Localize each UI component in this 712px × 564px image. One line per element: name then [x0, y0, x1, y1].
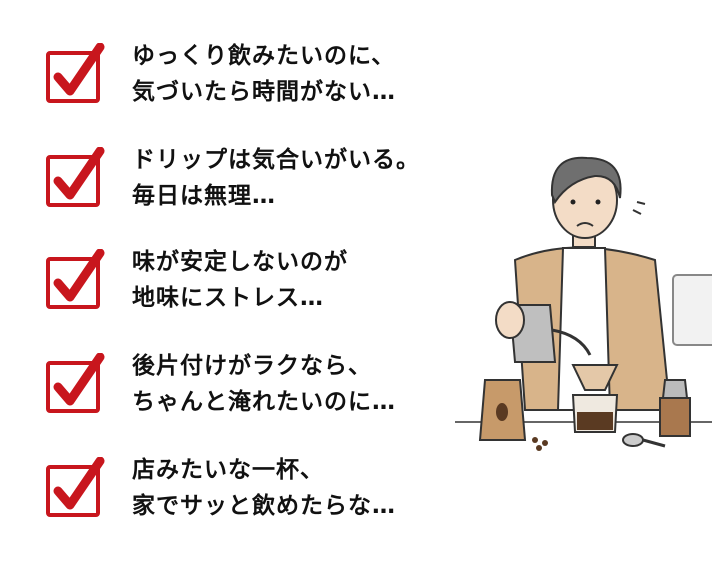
- checklist-item: ドリップは気合いがいる。毎日は無理…: [44, 142, 420, 214]
- checkmark-icon: [44, 146, 106, 209]
- man-brewing-coffee-illustration: [455, 140, 712, 460]
- checklist-item: ゆっくり飲みたいのに、気づいたら時間がない…: [44, 38, 396, 110]
- checklist-item: 店みたいな一杯、家でサッと飲めたらな…: [44, 452, 396, 524]
- item-line: 家でサッと飲めたらな…: [132, 493, 396, 519]
- item-line: ドリップは気合いがいる。: [132, 147, 420, 173]
- item-line: ちゃんと淹れたいのに…: [132, 389, 396, 415]
- item-line: 地味にストレス…: [132, 285, 324, 311]
- checklist-item: 後片付けがラクなら、ちゃんと淹れたいのに…: [44, 348, 396, 420]
- item-line: 後片付けがラクなら、: [132, 353, 372, 379]
- checkmark-icon: [44, 456, 106, 519]
- item-line: 味が安定しないのが: [132, 249, 348, 275]
- item-line: 気づいたら時間がない…: [132, 79, 396, 105]
- checkmark-icon: [44, 42, 106, 105]
- item-line: 毎日は無理…: [132, 183, 276, 209]
- checkmark-icon: [44, 352, 106, 415]
- item-line: 店みたいな一杯、: [132, 457, 324, 483]
- item-line: ゆっくり飲みたいのに、: [132, 43, 396, 69]
- checklist-item: 味が安定しないのが地味にストレス…: [44, 244, 348, 316]
- checkmark-icon: [44, 248, 106, 311]
